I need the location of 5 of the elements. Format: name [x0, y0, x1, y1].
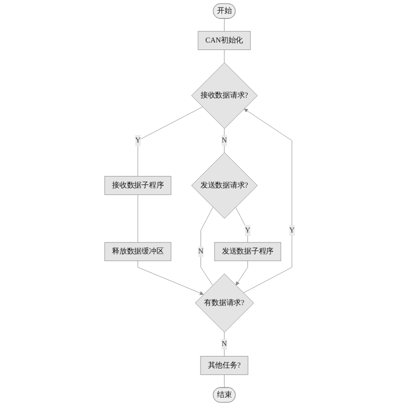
connector	[224, 18, 226, 32]
connector	[138, 106, 204, 176]
connector	[200, 206, 214, 286]
connector	[224, 50, 225, 63]
connector	[224, 374, 226, 388]
